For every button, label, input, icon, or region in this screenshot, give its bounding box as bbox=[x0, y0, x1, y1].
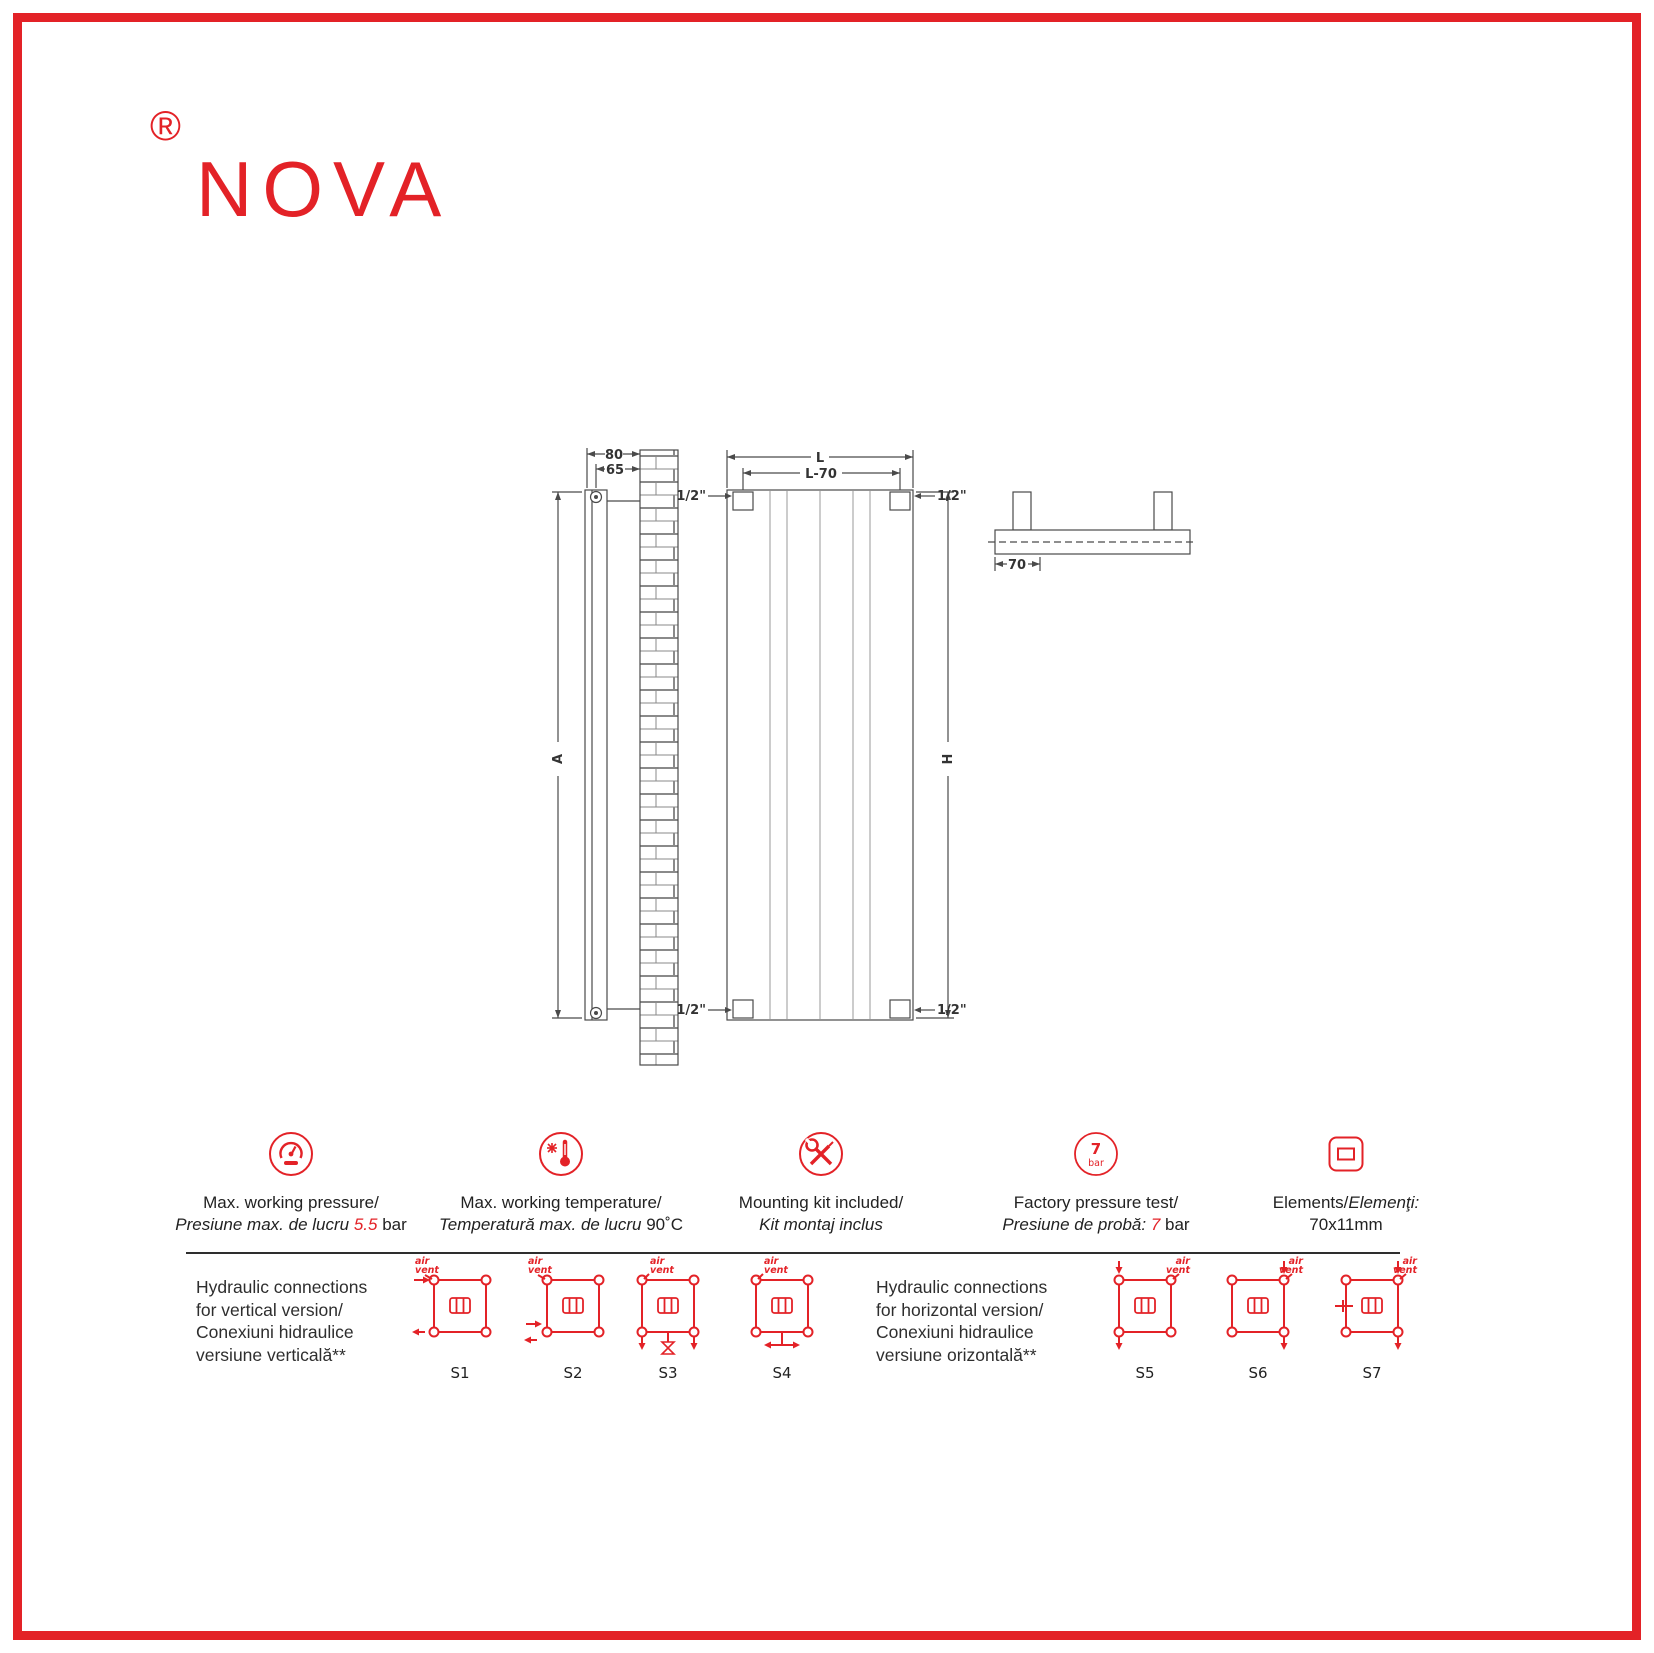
flow-arrows bbox=[641, 1273, 695, 1355]
spec-title: Max. working pressure/ bbox=[203, 1193, 379, 1212]
connection-label-bottom-right: 1/2" bbox=[914, 1003, 967, 1018]
svg-text:1/2": 1/2" bbox=[676, 489, 706, 504]
spec-value: Kit montaj inclus bbox=[759, 1215, 883, 1234]
spec-elements: Elements/Elemenţi: 70x11mm bbox=[1211, 1130, 1481, 1236]
technical-drawing: 80 65 A bbox=[551, 448, 1197, 1066]
brand-name: NOVA bbox=[196, 145, 452, 233]
spec-value: Presiune max. de lucru 5.5 bar bbox=[175, 1215, 407, 1234]
spec-value: 70x11mm bbox=[1309, 1215, 1383, 1234]
front-view-radiator bbox=[726, 489, 914, 1021]
svg-text:L: L bbox=[816, 451, 824, 466]
element-section-icon bbox=[1322, 1130, 1370, 1180]
dimension-70: 70 bbox=[994, 557, 1041, 573]
diagram-label: S5 bbox=[1135, 1364, 1155, 1382]
flow-arrows bbox=[757, 1273, 795, 1346]
spec-value: Presiune de probă: 7 bar bbox=[1002, 1215, 1190, 1234]
svg-text:A: A bbox=[551, 754, 566, 764]
spec-title: Max. working temperature/ bbox=[460, 1193, 662, 1212]
svg-text:1/2": 1/2" bbox=[937, 1003, 967, 1018]
svg-text:70: 70 bbox=[1008, 558, 1026, 573]
dimension-a: A bbox=[551, 491, 582, 1019]
connection-label-top-left: 1/2" bbox=[676, 489, 732, 504]
dimension-80: 80 bbox=[586, 448, 640, 488]
spec-title: Factory pressure test/ bbox=[1013, 1193, 1179, 1212]
spec-max-working-temperature: Max. working temperature/ Temperatură ma… bbox=[426, 1130, 696, 1236]
svg-text:1/2": 1/2" bbox=[937, 489, 967, 504]
connection-label-top-right: 1/2" bbox=[914, 489, 967, 504]
pressure-gauge-icon bbox=[267, 1130, 315, 1180]
spec-title: Elements/Elemenţi: bbox=[1272, 1193, 1420, 1212]
section-divider bbox=[186, 1252, 1400, 1254]
spec-max-working-pressure: Max. working pressure/ Presiune max. de … bbox=[156, 1130, 426, 1236]
svg-text:1/2": 1/2" bbox=[676, 1003, 706, 1018]
diagram-label: S7 bbox=[1362, 1364, 1382, 1382]
top-view-radiator bbox=[988, 491, 1197, 555]
diagram-label: S3 bbox=[658, 1364, 678, 1382]
dimension-65: 65 bbox=[595, 463, 640, 488]
svg-text:80: 80 bbox=[605, 448, 623, 463]
spec-title: Mounting kit included/ bbox=[738, 1193, 904, 1212]
registered-trademark: ® bbox=[150, 102, 181, 149]
svg-text:bar: bar bbox=[1088, 1158, 1104, 1169]
dimension-l: L bbox=[726, 450, 914, 488]
diagram-label: S2 bbox=[563, 1364, 583, 1382]
flow-arrows bbox=[414, 1274, 433, 1333]
connection-label-bottom-left: 1/2" bbox=[676, 1003, 732, 1018]
dimension-h: H bbox=[916, 491, 956, 1019]
diagram-label: S4 bbox=[772, 1364, 792, 1382]
horizontal-connections-title: Hydraulic connections for horizontal ver… bbox=[876, 1277, 1048, 1365]
svg-text:H: H bbox=[941, 754, 956, 765]
dimension-l70: L-70 bbox=[742, 467, 901, 490]
diagram-label: S1 bbox=[450, 1364, 470, 1382]
vertical-connections-title: Hydraulic connections for vertical versi… bbox=[196, 1277, 368, 1365]
svg-text:7: 7 bbox=[1091, 1140, 1101, 1158]
thermometer-icon bbox=[537, 1130, 585, 1180]
svg-text:L-70: L-70 bbox=[805, 467, 837, 482]
spec-mounting-kit: Mounting kit included/ Kit montaj inclus bbox=[686, 1130, 956, 1236]
spec-value: Temperatură max. de lucru 90˚C bbox=[438, 1215, 684, 1234]
tools-icon bbox=[797, 1130, 845, 1180]
svg-text:65: 65 bbox=[606, 463, 624, 478]
spec-factory-pressure-test: 7 bar Factory pressure test/ Presiune de… bbox=[961, 1130, 1231, 1236]
pressure-test-icon: 7 bar bbox=[1072, 1130, 1120, 1180]
side-view-radiator bbox=[584, 489, 640, 1021]
mounting-wall bbox=[639, 449, 679, 1066]
diagram-label: S6 bbox=[1248, 1364, 1268, 1382]
